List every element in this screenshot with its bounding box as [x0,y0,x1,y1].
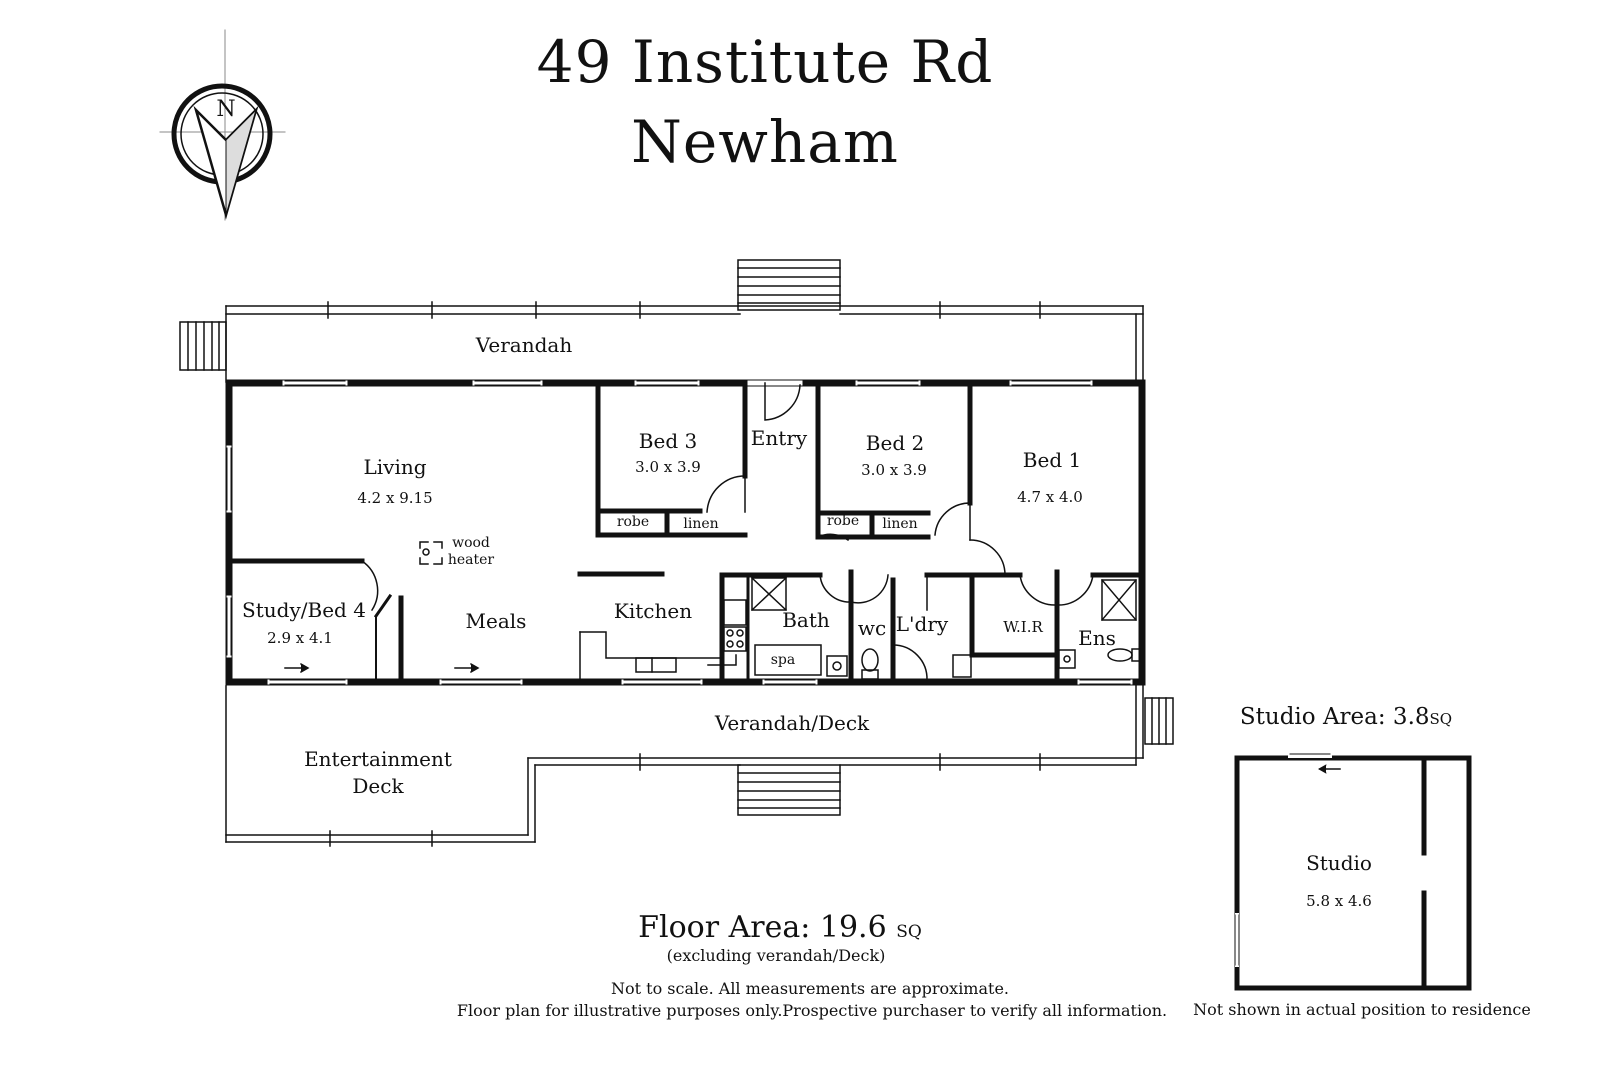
steps-right [1144,697,1174,745]
disclaimer-line2: Floor plan for illustrative purposes onl… [456,1001,1168,1020]
label-bed3: Bed 3 [638,429,698,453]
disclaimer-line1: Not to scale. All measurements are appro… [610,979,1010,998]
label-wood: wood [452,535,490,551]
label-robe-bed3: robe [616,514,650,530]
label-heater: heater [447,552,495,568]
label-verandah-deck: Verandah/Deck [714,711,870,735]
label-verandah: Verandah [475,333,573,357]
floor-area: Floor Area: 19.6 SQ [638,910,922,945]
dim-study: 2.9 x 4.1 [267,629,333,647]
label-robe-bed2: robe [826,513,860,529]
label-bed1: Bed 1 [1022,448,1082,472]
label-laundry: L'dry [895,612,949,636]
north-compass-icon: N [159,29,286,221]
studio-area: Studio Area: 3.8SQ [1239,704,1453,730]
kitchen-fixtures [579,599,747,681]
label-ens: Ens [1078,626,1116,650]
dim-bed1: 4.7 x 4.0 [1017,488,1083,506]
title-suburb: Newham [631,108,899,176]
steps-left [179,321,227,371]
dim-studio: 5.8 x 4.6 [1306,892,1372,910]
dim-living: 4.2 x 9.15 [357,489,433,507]
studio-note: Not shown in actual position to residenc… [1193,1000,1531,1019]
studio-outline [1234,753,1472,991]
floor-area-note: (excluding verandah/Deck) [666,946,886,965]
steps-top [737,259,841,311]
label-kitchen: Kitchen [613,599,693,623]
label-entry: Entry [750,426,808,450]
direction-arrows [284,662,480,674]
label-meals: Meals [465,609,527,633]
label-spa: spa [770,652,796,668]
label-entertainment: Entertainment [304,747,452,771]
label-deck: Deck [352,774,404,798]
label-bath: Bath [782,608,830,632]
verandah-deck-outline [225,685,1144,847]
label-studio: Studio [1306,851,1372,875]
window-frames [226,380,1131,685]
dim-bed2: 3.0 x 3.9 [861,461,927,479]
label-linen-bed2: linen [882,516,918,532]
windows [226,380,1133,685]
label-study: Study/Bed 4 [242,598,366,622]
label-wc: wc [857,616,887,640]
bath-fixtures [750,576,1141,680]
door-swings [360,382,1094,681]
label-wir: W.I.R [1003,618,1043,636]
compass-letter: N [216,97,235,122]
steps-bottom [737,764,841,816]
verandah-top-outline [225,301,1144,383]
wood-heater-icon [419,541,443,565]
label-bed2: Bed 2 [865,431,925,455]
dim-bed3: 3.0 x 3.9 [635,458,701,476]
label-living: Living [363,455,427,479]
interior-walls [226,380,1145,685]
title-address: 49 Institute Rd [536,28,994,96]
label-linen-bed3: linen [683,516,719,532]
